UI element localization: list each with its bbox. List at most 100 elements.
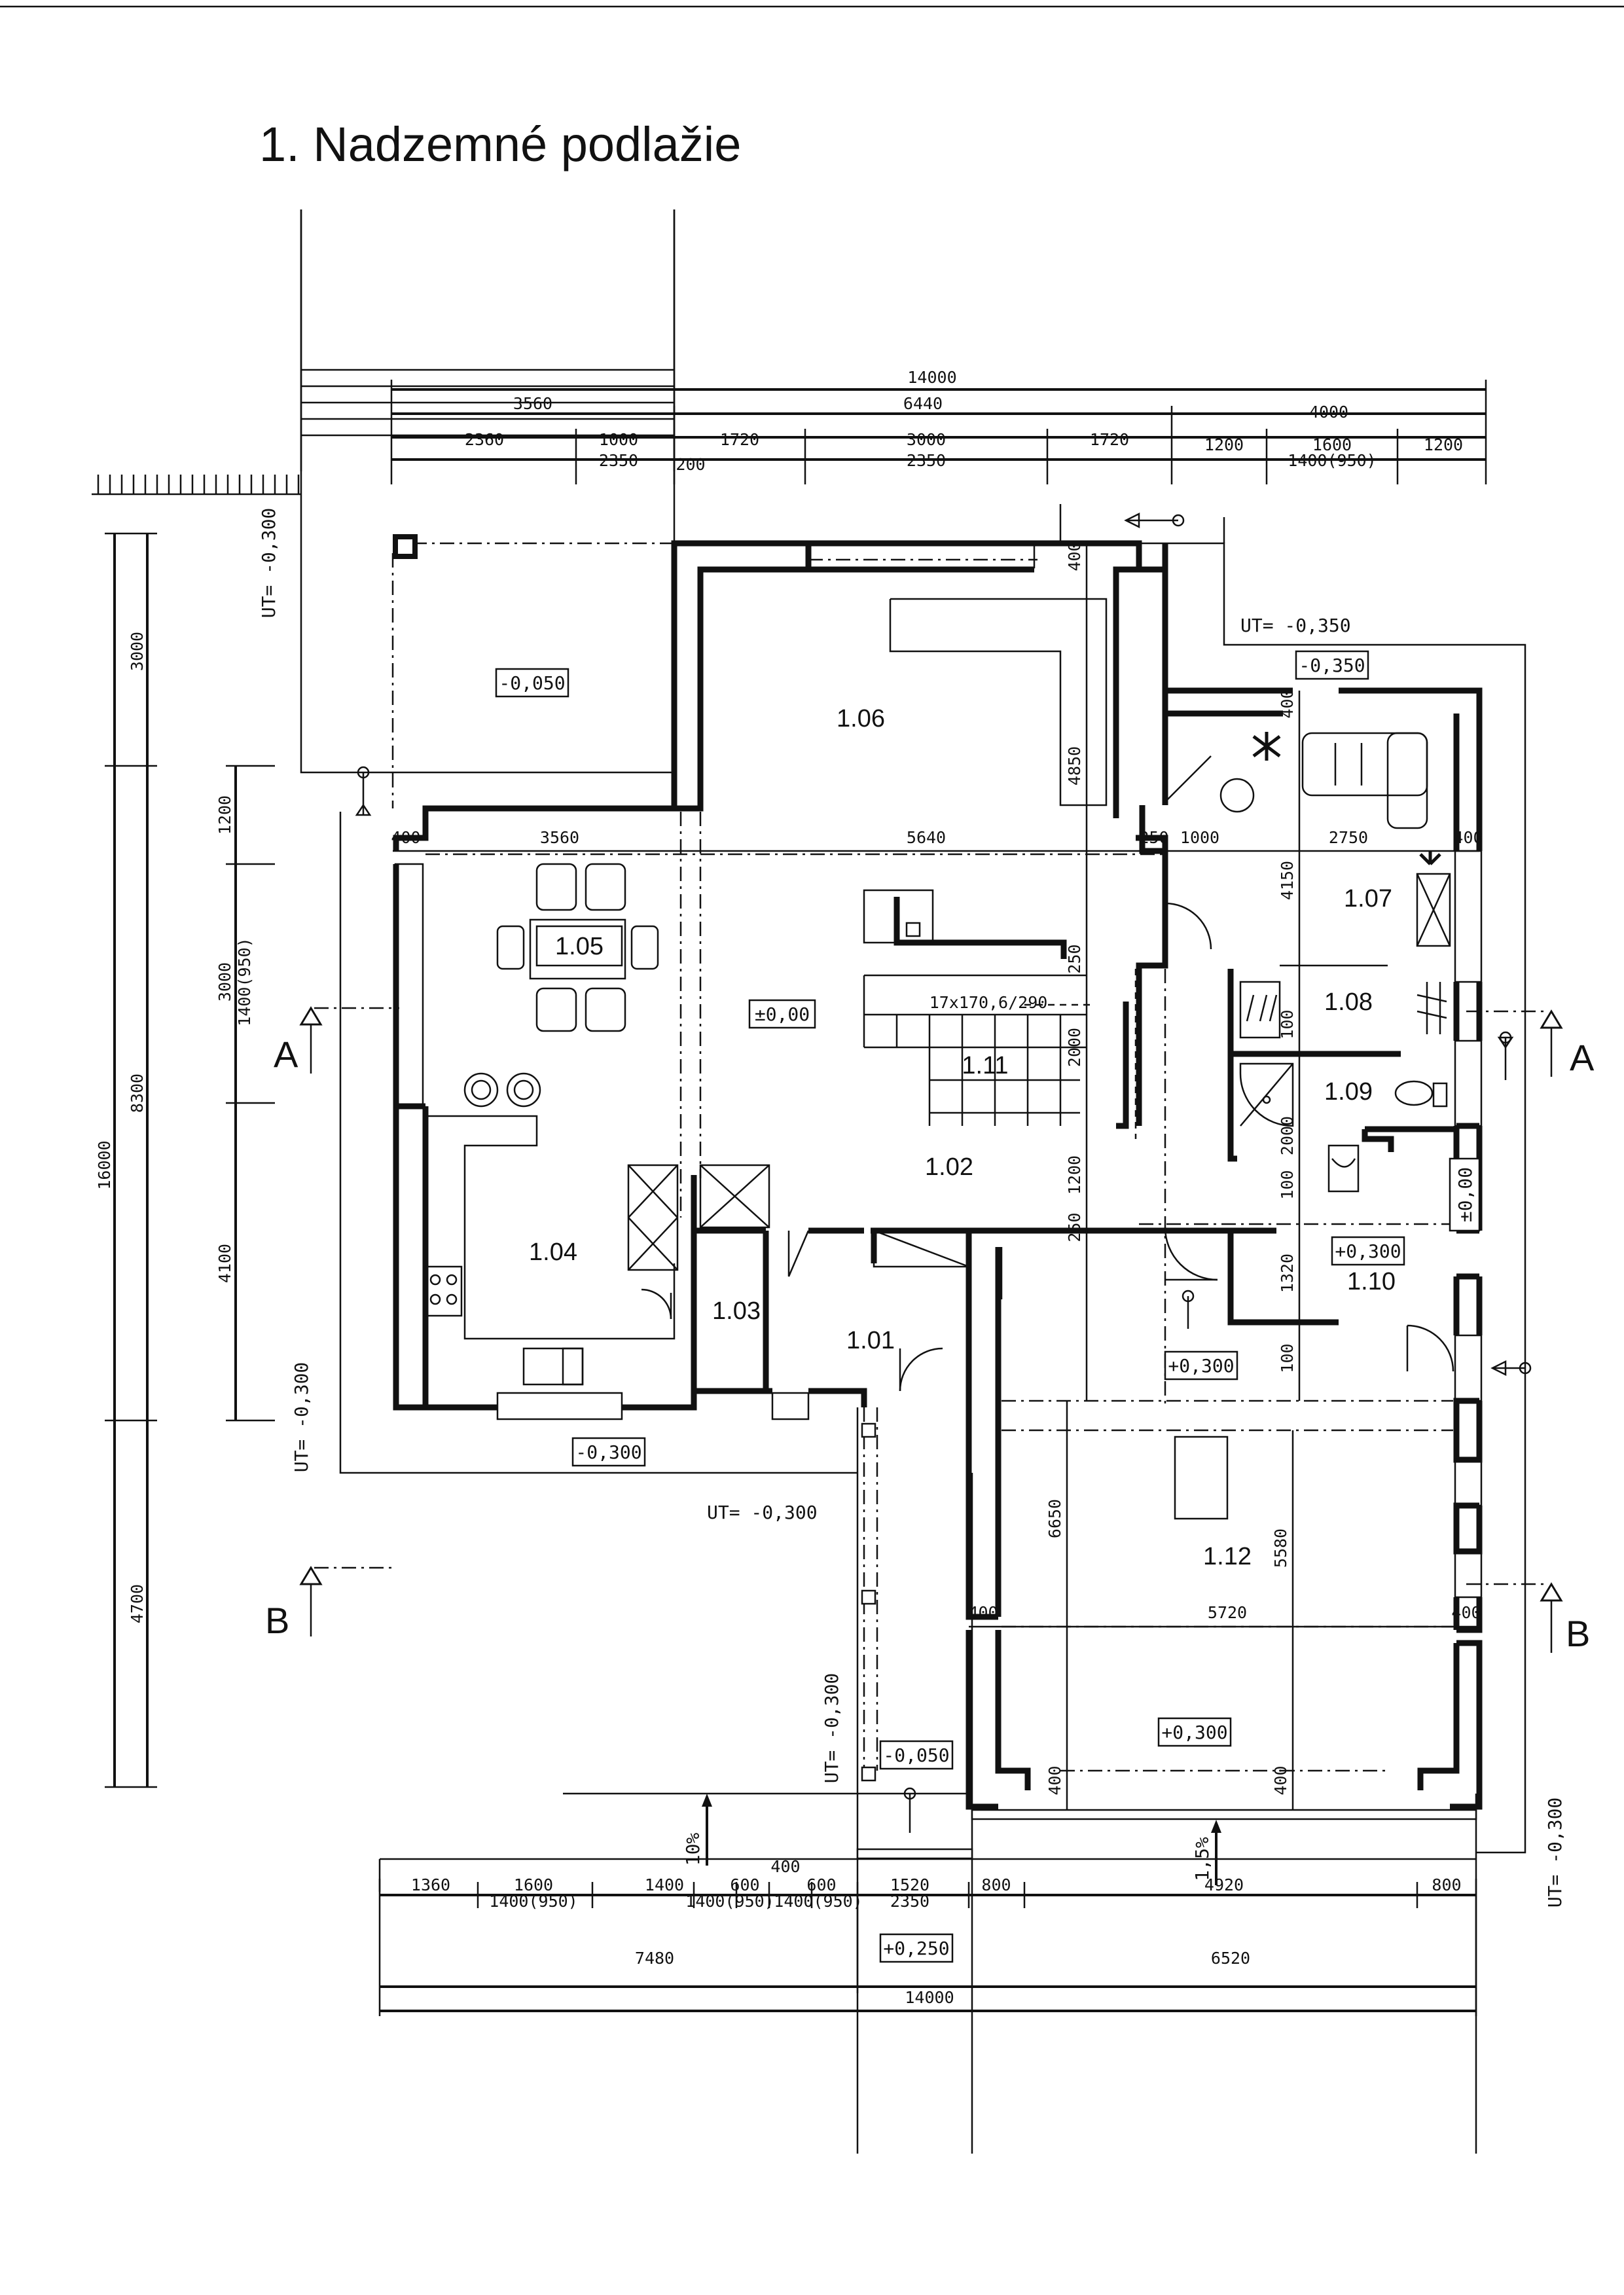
room-1-04: 1.04 (529, 1238, 577, 1266)
level-garage: +0,300 (1161, 1722, 1227, 1743)
plan-label-52: UT= -0,300 (707, 1502, 818, 1523)
plan-label-36: 4150 (1278, 861, 1297, 900)
room-1-07: 1.07 (1344, 885, 1392, 913)
plan-label-32: 2000 (1065, 1028, 1084, 1067)
plan-label-54: UT= -0,300 (1544, 1798, 1566, 1908)
plan-label-3: 2360 (465, 430, 504, 449)
site-outlines (300, 209, 1526, 2154)
plan-label-0: 3560 (513, 394, 552, 413)
section-b-left: B (265, 1600, 289, 1641)
room-1-01: 1.01 (846, 1327, 895, 1354)
plan-label-4: 1000 (599, 430, 638, 449)
plan-label-60: 1400(950) (685, 1892, 774, 1911)
plan-label-34: 250 (1065, 1212, 1084, 1242)
section-markers: A A B B (265, 1006, 1595, 1654)
plan-label-21: 4100 (215, 1244, 234, 1283)
plan-label-6: 1720 (720, 430, 759, 449)
plan-label-14: 200 (676, 455, 705, 474)
room-1-10: 1.10 (1347, 1268, 1396, 1295)
dashed-lines (391, 542, 1479, 1772)
plan-label-49: UT= -0,300 (258, 508, 280, 619)
page-title: 1. Nadzemné podlažie (259, 117, 742, 172)
plan-label-39: 100 (1278, 1170, 1297, 1199)
plan-label-55: 1360 (411, 1875, 450, 1894)
plan-label-20: 1400(950) (235, 937, 254, 1026)
dimension-inner: 400 3560 5640 250 1000 2750 400 400 4850… (391, 541, 1483, 1810)
dimension-top: 14000 3560 6440 4000 2360 1000 2350 1720… (300, 209, 1487, 484)
plan-label-27: 2750 (1329, 828, 1368, 847)
slope-arrows: 10% 1,5% (682, 1794, 1221, 1885)
plan-label-38: 2000 (1278, 1116, 1297, 1155)
plan-label-40: 1320 (1278, 1254, 1297, 1293)
plan-label-2: 4000 (1309, 403, 1348, 422)
plan-label-43: 400 (1045, 1765, 1064, 1795)
level-garage-front: +0,300 (1168, 1355, 1234, 1377)
section-a-right: A (1570, 1037, 1595, 1078)
level-ne: -0,350 (1299, 655, 1365, 676)
plan-label-5: 2350 (599, 451, 638, 470)
plan-label-33: 1200 (1065, 1155, 1084, 1195)
room-1-05: 1.05 (555, 933, 604, 960)
plan-label-68: 800 (1432, 1875, 1461, 1894)
room-1-02: 1.02 (925, 1153, 973, 1181)
plan-label-22: 400 (391, 828, 420, 847)
plan-label-17: 4700 (128, 1584, 147, 1623)
terrain-levels: UT= -0,300 UT= -0,350 UT= -0,300 UT= -0,… (258, 508, 1566, 1908)
plan-label-58: 1400 (645, 1875, 684, 1894)
plan-label-59: 600 (730, 1875, 759, 1894)
terrain-hatch (92, 475, 301, 496)
section-a-left: A (274, 1034, 298, 1075)
plan-label-11: 1600 (1312, 435, 1352, 454)
plan-label-18: 1200 (215, 795, 234, 835)
plan-label-28: 400 (1453, 828, 1483, 847)
plan-label-24: 5640 (907, 828, 946, 847)
plan-label-19: 3000 (215, 962, 234, 1002)
level-ramp: +0,250 (883, 1938, 949, 1959)
dimension-bottom: 1360 1600 1400(950) 1400 600 1400(950) 4… (378, 1857, 1477, 2016)
plan-label-29: 400 (1065, 541, 1084, 571)
plan-label-9: 1720 (1090, 430, 1129, 449)
plan-label-66: 800 (981, 1875, 1011, 1894)
level-terrace-s: -0,300 (575, 1441, 641, 1463)
plan-label-23: 3560 (540, 828, 579, 847)
plan-label-69: 7480 (635, 1949, 674, 1968)
level-bath: +0,300 (1335, 1240, 1401, 1262)
room-1-03: 1.03 (712, 1297, 761, 1325)
columns (393, 534, 876, 1782)
plan-label-25: 250 (1139, 828, 1168, 847)
level-entry: -0,050 (883, 1744, 949, 1766)
room-1-06: 1.06 (837, 705, 885, 732)
plan-label-48: 400 (1451, 1603, 1481, 1622)
plan-label-1: 6440 (903, 394, 943, 413)
room-labels: 1.06 1.05 1.07 1.08 1.09 1.11 1.02 1.04 … (529, 705, 1396, 1570)
room-1-09: 1.09 (1324, 1078, 1373, 1106)
plan-label-64: 1520 (890, 1875, 929, 1894)
plan-label-30: 4850 (1065, 746, 1084, 786)
plan-label-46: 400 (968, 1603, 998, 1622)
plan-label-37: 100 (1278, 1009, 1297, 1039)
windows (394, 544, 1483, 1599)
plan-label-44: 5580 (1271, 1528, 1290, 1568)
plan-label-15: 3000 (128, 632, 147, 671)
dimension-left: 16000 3000 8300 4700 1200 3000 1400(950)… (95, 532, 275, 1788)
level-markers (355, 512, 1532, 1833)
plan-label-56: 1600 (514, 1875, 553, 1894)
room-1-12: 1.12 (1203, 1543, 1252, 1570)
plan-label-10: 1200 (1204, 435, 1244, 454)
room-1-08: 1.08 (1324, 988, 1373, 1016)
plant-icon (1252, 732, 1441, 865)
section-b-right: B (1566, 1613, 1590, 1654)
slope-left: 10% (682, 1833, 704, 1866)
plan-label-26: 1000 (1180, 828, 1219, 847)
walls (393, 540, 1483, 1810)
plan-label-47: 5720 (1208, 1603, 1247, 1622)
plan-label-53: UT= -0,300 (821, 1673, 842, 1784)
plan-label-65: 2350 (890, 1892, 929, 1911)
plan-label-50: UT= -0,350 (1240, 615, 1351, 636)
plan-label-42: 6650 (1045, 1499, 1064, 1538)
garage-threshold (856, 1809, 1477, 1860)
plan-label-70: 6520 (1211, 1949, 1250, 1968)
plan-label-7: 3000 (907, 430, 946, 449)
plan-label-16: 8300 (128, 1074, 147, 1113)
